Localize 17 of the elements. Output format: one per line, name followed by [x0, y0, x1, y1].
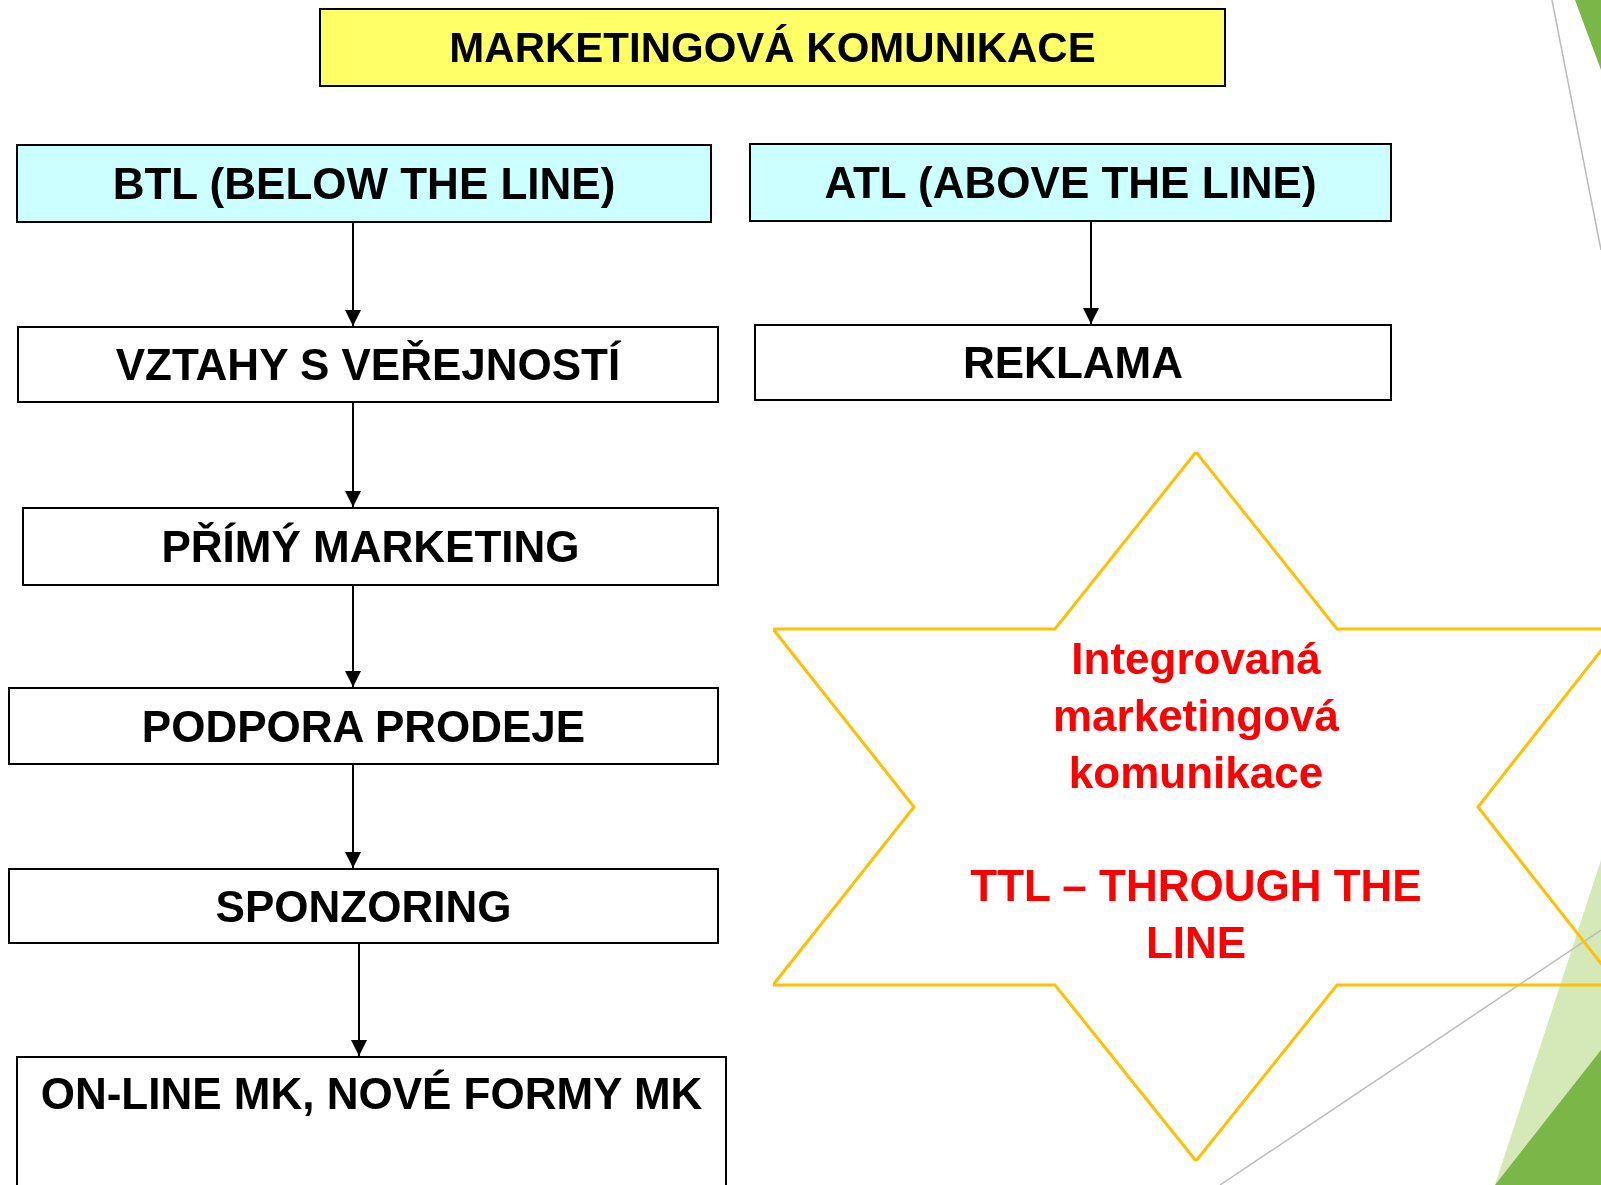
process-box: PŘÍMÝ MARKETING: [22, 507, 719, 586]
process-box: REKLAMA: [754, 324, 1392, 401]
star-text: TTL – THROUGH THE LINE: [969, 860, 1423, 969]
process-box: PODPORA PRODEJE: [8, 687, 719, 765]
arrow: [345, 764, 361, 869]
arrow: [345, 402, 361, 508]
arrow: [1083, 221, 1099, 325]
process-box: ATL (ABOVE THE LINE): [749, 143, 1392, 222]
process-box: SPONZORING: [8, 868, 719, 944]
star-text: Integrovaná marketingová komunikace: [1051, 633, 1341, 799]
process-box: ON-LINE MK, NOVÉ FORMY MK: [16, 1056, 727, 1185]
arrow: [345, 222, 361, 327]
process-box: VZTAHY S VEŘEJNOSTÍ: [17, 326, 719, 403]
arrow: [351, 943, 367, 1057]
title-box: MARKETINGOVÁ KOMUNIKACE: [319, 8, 1226, 87]
process-box: BTL (BELOW THE LINE): [16, 144, 712, 223]
arrow: [345, 585, 361, 688]
